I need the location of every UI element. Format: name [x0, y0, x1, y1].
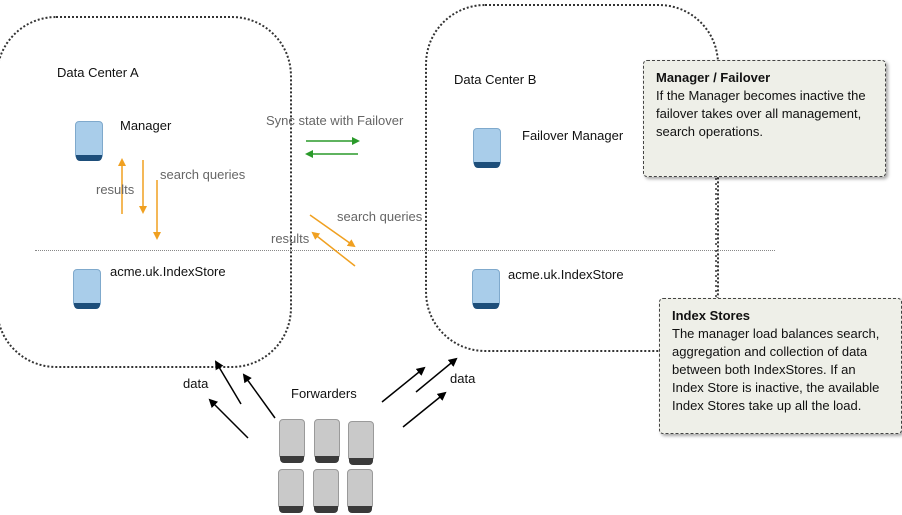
data-center-a-title: Data Center A	[57, 65, 139, 80]
data-arrow-right-1	[381, 366, 426, 403]
sync-label: Sync state with Failover	[266, 113, 404, 128]
data-center-a-boundary	[0, 16, 292, 368]
forwarder-icon-3	[348, 421, 374, 465]
forwarder-icon-5	[313, 469, 339, 513]
manager-failover-note: Manager / Failover If the Manager become…	[643, 60, 886, 177]
index-stores-note-text: The manager load balances search, aggreg…	[672, 326, 880, 413]
forwarder-icon-2	[314, 419, 340, 463]
index-stores-note: Index Stores The manager load balances s…	[659, 298, 902, 434]
results-label-a: results	[96, 182, 135, 197]
data-center-b-title: Data Center B	[454, 72, 537, 87]
forwarder-icon-4	[278, 469, 304, 513]
manager-server-icon	[75, 121, 103, 161]
index-store-a-server-icon	[73, 269, 101, 309]
data-label-right: data	[450, 371, 476, 386]
data-label-left: data	[183, 376, 209, 391]
data-arrow-right-2	[415, 357, 458, 393]
manager-label: Manager	[120, 118, 172, 133]
failover-manager-server-icon	[473, 128, 501, 168]
cross-search-queries-label: search queries	[337, 209, 423, 224]
manager-failover-note-title: Manager / Failover	[656, 70, 771, 85]
data-arrow-left-2	[214, 360, 242, 405]
tier-divider	[35, 250, 775, 251]
cross-results-arrow	[311, 231, 356, 267]
cross-results-label: results	[271, 231, 310, 246]
manager-failover-note-text: If the Manager becomes inactive the fail…	[656, 88, 866, 139]
data-arrow-left-1	[208, 398, 249, 439]
failover-manager-label: Failover Manager	[522, 128, 624, 143]
forwarder-icon-1	[279, 419, 305, 463]
index-store-b-server-icon	[472, 269, 500, 309]
data-center-b-boundary	[425, 4, 719, 352]
search-queries-label-a: search queries	[160, 167, 246, 182]
index-store-a-label: acme.uk.IndexStore	[110, 264, 226, 279]
data-arrow-right-3	[402, 391, 447, 428]
index-stores-note-title: Index Stores	[672, 308, 751, 323]
index-store-b-label: acme.uk.IndexStore	[508, 267, 624, 282]
cross-search-queries-arrow	[309, 214, 356, 248]
forwarders-label: Forwarders	[291, 386, 357, 401]
data-arrow-left-3	[242, 373, 276, 419]
forwarder-icon-6	[347, 469, 373, 513]
